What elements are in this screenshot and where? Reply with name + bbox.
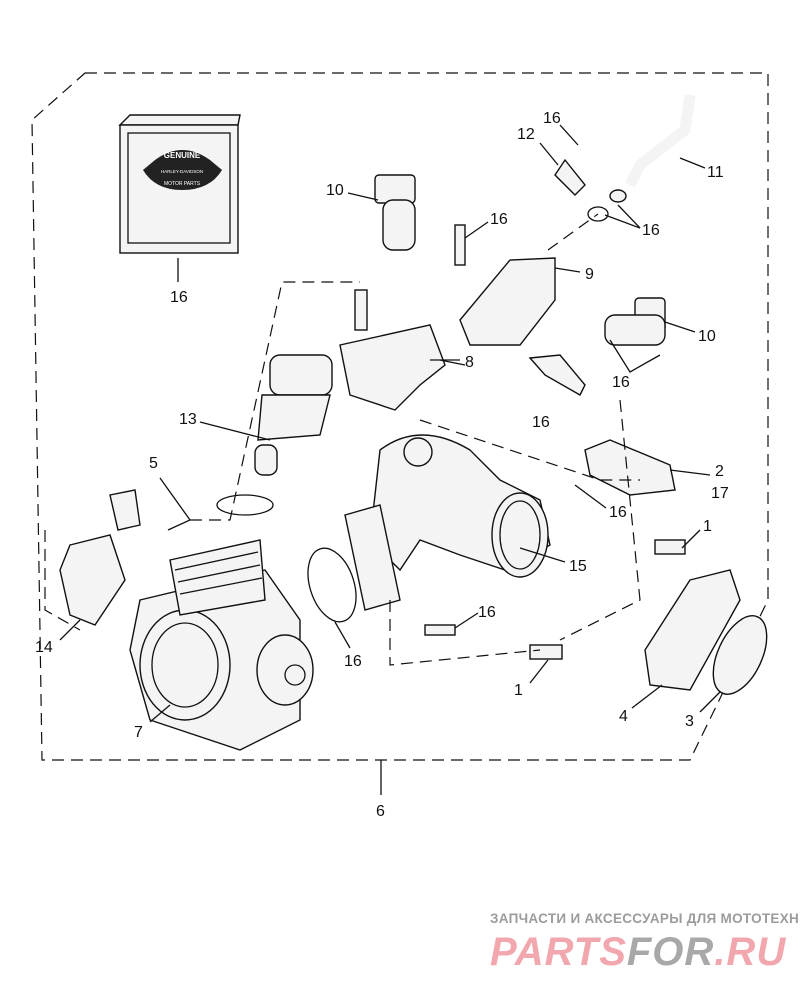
fuel-rail — [459, 257, 556, 346]
callout-14: 14 — [35, 639, 53, 656]
callout-10: 10 — [326, 182, 344, 199]
callout-11: 11 — [707, 164, 724, 181]
watermark-part1: PARTS — [490, 930, 627, 974]
callout-13: 13 — [179, 411, 197, 428]
callout-7: 7 — [134, 724, 143, 741]
callout-16: 16 — [612, 374, 630, 391]
watermark-part2: FOR — [626, 930, 715, 974]
callout-8: 8 — [465, 354, 474, 371]
clip — [554, 158, 586, 196]
callout-16: 16 — [642, 222, 660, 239]
idle-air-control-valve — [216, 354, 333, 516]
callout-5: 5 — [149, 455, 158, 472]
callout-1: 1 — [514, 682, 523, 699]
callout-1: 1 — [703, 518, 712, 535]
screw — [354, 289, 368, 331]
watermark-tagline: ЗАПЧАСТИ И АКСЕССУАРЫ ДЛЯ МОТОТЕХНИКИ — [490, 911, 800, 926]
callout-15: 15 — [569, 558, 587, 575]
callout-16: 16 — [490, 211, 508, 228]
genuine-parts-kit-box: GENUINE HARLEY-DAVIDSON MOTOR PARTS — [118, 114, 241, 254]
leader-lines — [44, 124, 721, 723]
callout-16: 16 — [532, 414, 550, 431]
o-ring — [307, 547, 357, 623]
callout-17: 17 — [711, 485, 729, 502]
callout-12: 12 — [517, 126, 535, 143]
callout-2: 2 — [715, 463, 724, 480]
callout-4: 4 — [619, 708, 628, 725]
callout-16: 16 — [609, 504, 627, 521]
fuel-injector-2 — [604, 297, 666, 346]
kit-boundary — [31, 72, 769, 761]
watermark-part3: .RU — [714, 930, 787, 974]
throttle-position-sensor — [59, 534, 126, 626]
callout-16: 16 — [344, 653, 362, 670]
sensor — [584, 439, 676, 496]
bolt — [654, 539, 686, 555]
screw — [424, 624, 456, 636]
callout-labels: 16 10 16 12 11 16 16 9 10 16 8 13 16 5 2… — [35, 110, 729, 820]
logo-text-bottom: MOTOR PARTS — [164, 181, 201, 187]
intake-elbow — [344, 434, 551, 611]
callout-10: 10 — [698, 328, 716, 345]
callout-16: 16 — [543, 110, 561, 127]
callout-6: 6 — [376, 803, 385, 820]
logo-text-middle: HARLEY-DAVIDSON — [161, 169, 203, 174]
bolt — [529, 644, 563, 660]
callout-9: 9 — [585, 266, 594, 283]
watermark-logo: PARTSFOR.RU — [490, 932, 786, 972]
logo-text-top: GENUINE — [164, 151, 201, 160]
flange — [644, 569, 741, 691]
map-sensor — [339, 324, 446, 411]
fuel-injector — [374, 174, 416, 251]
callout-16: 16 — [478, 604, 496, 621]
seal — [712, 615, 768, 695]
callout-16: 16 — [170, 289, 188, 306]
throttle-body — [129, 539, 314, 751]
screw — [454, 224, 466, 266]
callout-3: 3 — [685, 713, 694, 730]
